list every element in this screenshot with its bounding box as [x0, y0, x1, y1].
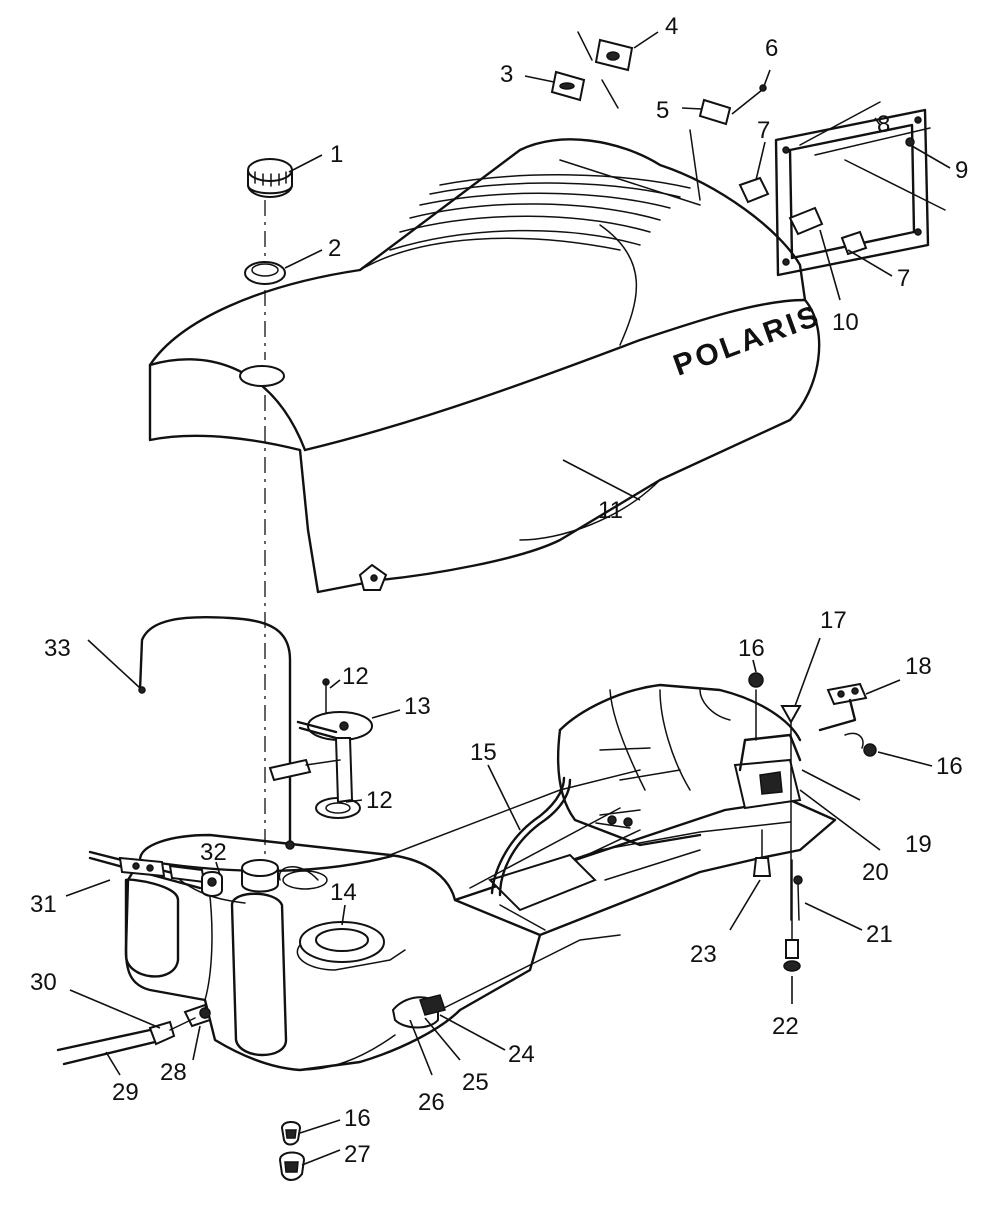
- callout-2: 2: [328, 235, 341, 262]
- callout-31: 31: [30, 891, 57, 918]
- callout-13: 13: [404, 693, 431, 720]
- callout-28: 28: [160, 1059, 187, 1086]
- callout-7-upper: 7: [757, 117, 770, 144]
- callout-9: 9: [955, 157, 968, 184]
- callout-14: 14: [330, 879, 357, 906]
- callout-23: 23: [690, 941, 717, 968]
- callout-21: 21: [866, 921, 893, 948]
- callout-16-lower: 16: [344, 1105, 371, 1132]
- callout-15: 15: [470, 739, 497, 766]
- callout-7-lower: 7: [897, 265, 910, 292]
- callout-19: 19: [905, 831, 932, 858]
- callout-27: 27: [344, 1141, 371, 1168]
- callout-22: 22: [772, 1013, 799, 1040]
- callout-29: 29: [112, 1079, 139, 1106]
- fuel-sender-parts: [268, 678, 373, 804]
- callout-8: 8: [877, 111, 890, 138]
- fuel-tank-assembly: [124, 769, 837, 1072]
- callout-18: 18: [905, 653, 932, 680]
- callout-26: 26: [418, 1089, 445, 1116]
- callout-12-lower: 12: [366, 787, 393, 814]
- callout-24: 24: [508, 1041, 535, 1068]
- callout-32: 32: [200, 839, 227, 866]
- leader-lines: [65, 31, 951, 1166]
- right-hardware: [748, 672, 877, 972]
- taillight-parts: [550, 31, 946, 277]
- callout-3: 3: [500, 61, 513, 88]
- filler-cap-parts: [244, 158, 293, 860]
- seat-brand-logo: POLARIS: [669, 299, 825, 383]
- callout-5: 5: [656, 97, 669, 124]
- callout-12-upper: 12: [342, 663, 369, 690]
- callout-1: 1: [330, 141, 343, 168]
- callout-labels: 1 2 3 4 5 6 7 7 8 9 10 11 12 12 13 14 15…: [30, 13, 968, 1168]
- callout-30: 30: [30, 969, 57, 996]
- left-hardware: [56, 850, 306, 1181]
- callout-25: 25: [462, 1069, 489, 1096]
- callout-16-upper: 16: [738, 635, 765, 662]
- vent-line: [138, 615, 295, 850]
- callout-4: 4: [665, 13, 678, 40]
- seat-assembly: POLARIS: [148, 138, 825, 594]
- callout-20: 20: [862, 859, 889, 886]
- callout-16-right: 16: [936, 753, 963, 780]
- callout-10: 10: [832, 309, 859, 336]
- callout-11: 11: [598, 497, 623, 524]
- callout-6: 6: [765, 35, 778, 62]
- seat-base-components: [556, 683, 802, 847]
- callout-17: 17: [820, 607, 847, 634]
- callout-33: 33: [44, 635, 71, 662]
